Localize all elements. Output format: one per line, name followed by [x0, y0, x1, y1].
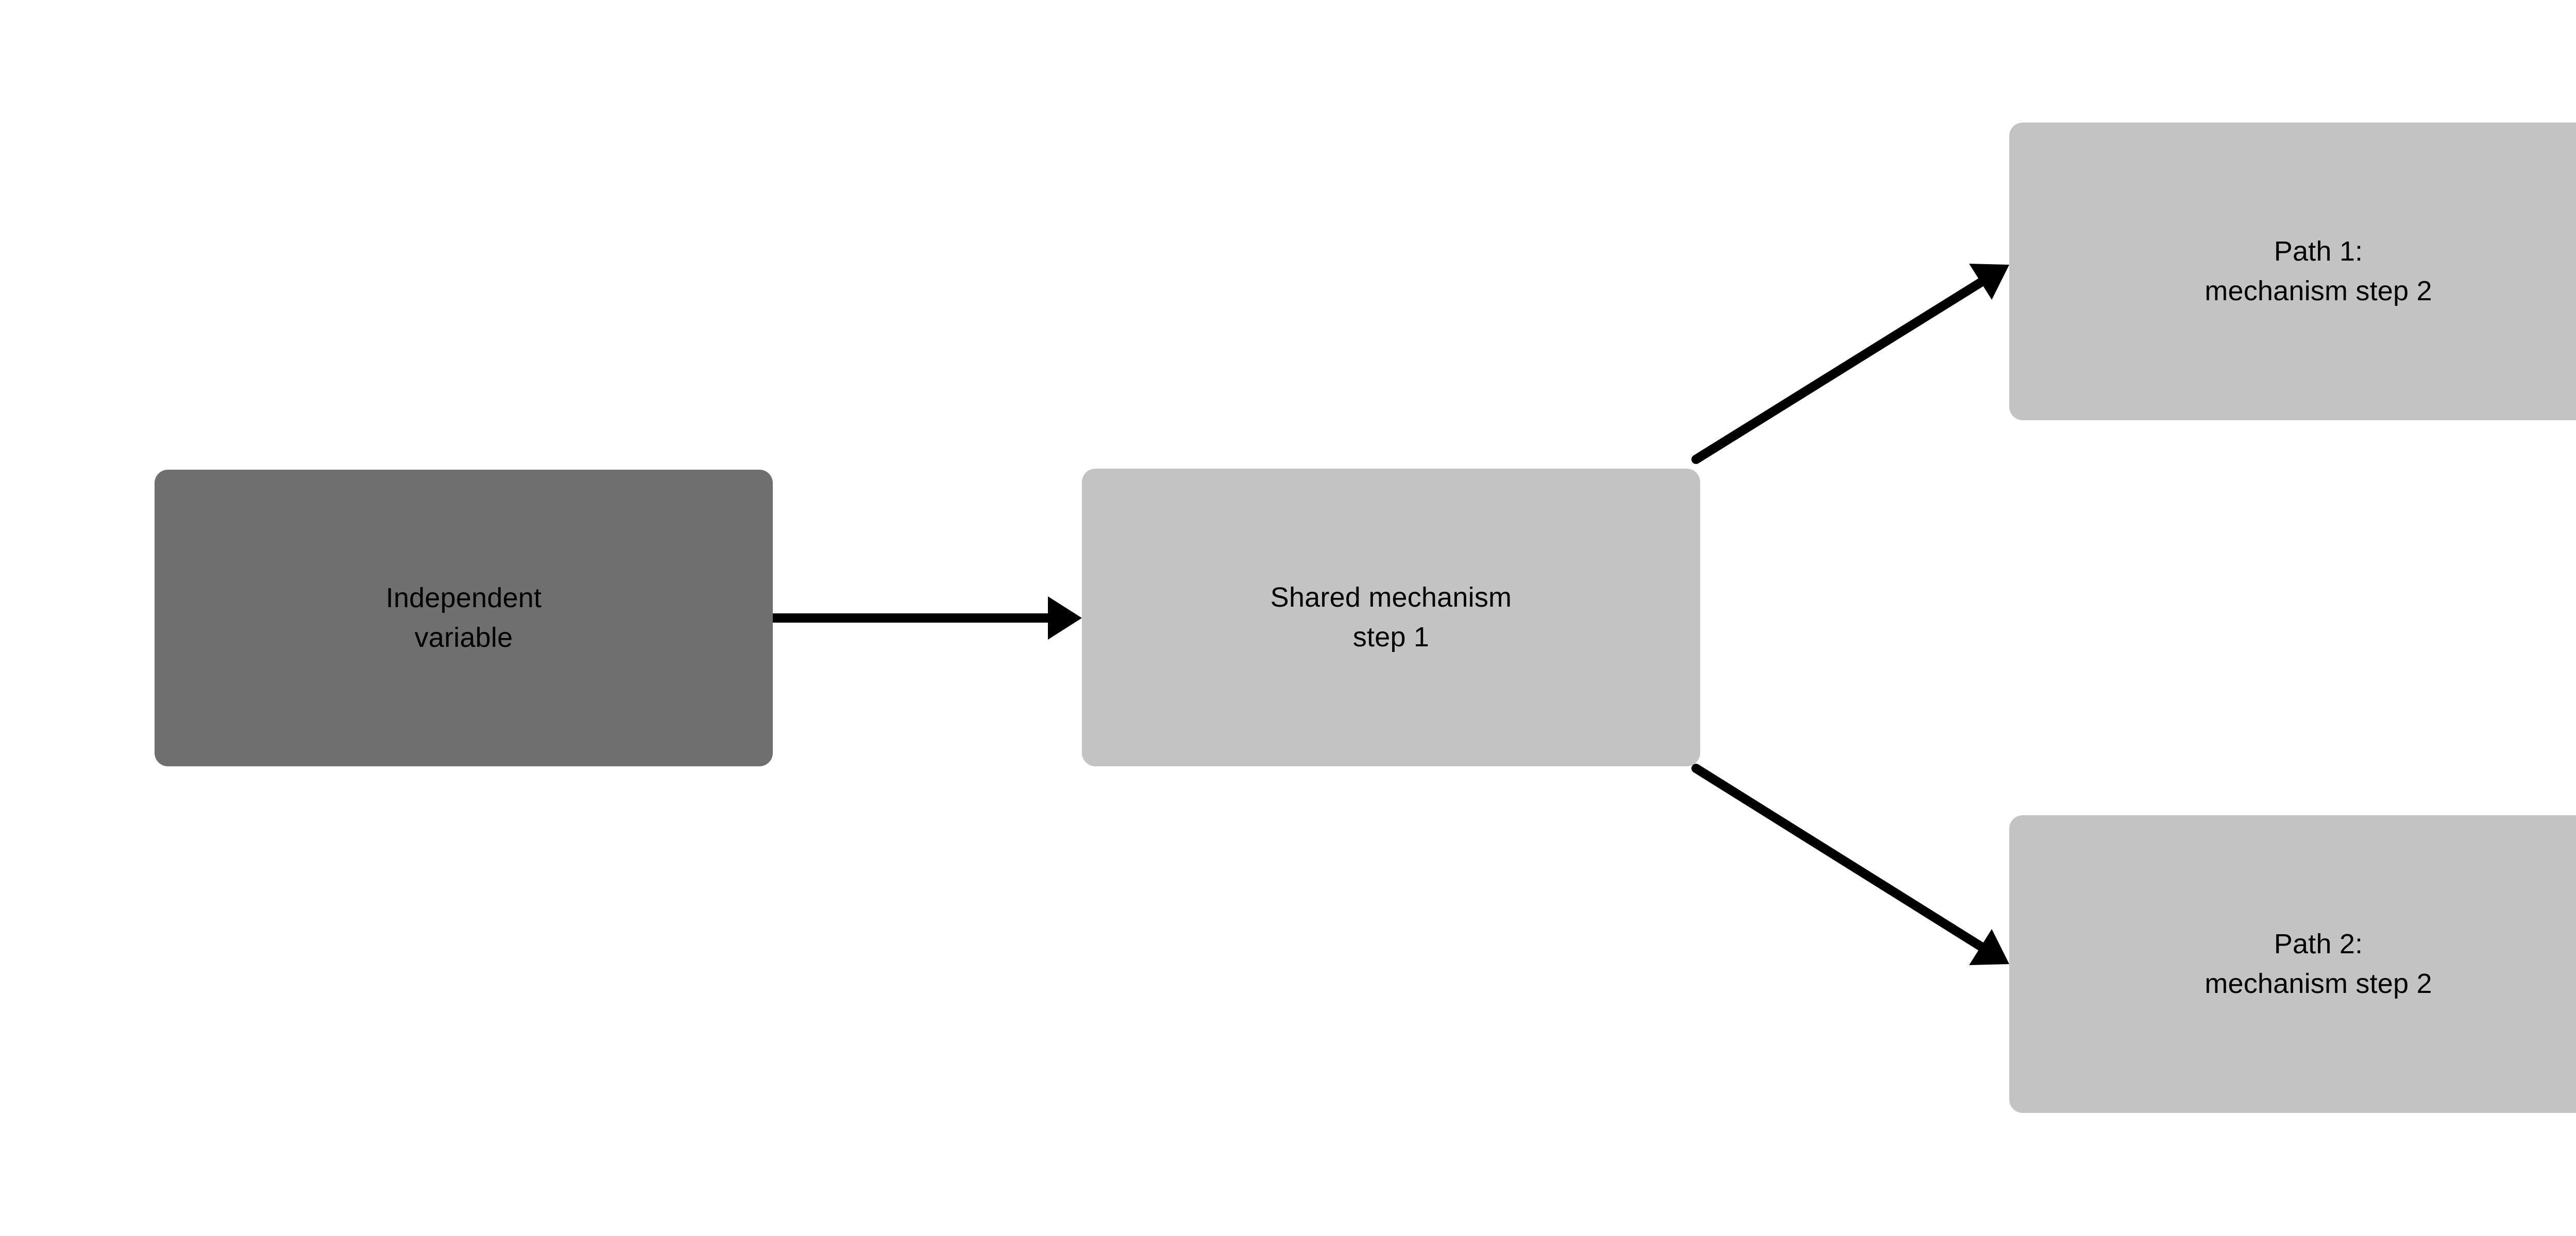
- node-path-2-mechanism-step-2-label: Path 2: mechanism step 2: [2205, 929, 2432, 999]
- node-independent-variable-label: Independent variable: [385, 582, 542, 653]
- edge-independent-to-shared: [768, 596, 1082, 640]
- node-path-1-mechanism-step-2-label: Path 1: mechanism step 2: [2205, 236, 2432, 306]
- edge-shared-to-path2: [1691, 764, 2009, 965]
- arrowhead-icon: [1969, 264, 2009, 300]
- edge-shared-to-path1: [1691, 264, 2009, 464]
- node-path-2-mechanism-step-2[interactable]: Path 2: mechanism step 2: [2009, 815, 2576, 1113]
- node-path-1-mechanism-step-2[interactable]: Path 1: mechanism step 2: [2009, 123, 2576, 420]
- arrowhead-icon: [1048, 596, 1082, 640]
- node-shared-mechanism-step-1-label: Shared mechanism step 1: [1270, 582, 1512, 653]
- node-independent-variable[interactable]: Independent variable: [155, 470, 773, 766]
- arrowhead-icon: [1969, 929, 2009, 965]
- node-shared-mechanism-step-1[interactable]: Shared mechanism step 1: [1082, 469, 1700, 766]
